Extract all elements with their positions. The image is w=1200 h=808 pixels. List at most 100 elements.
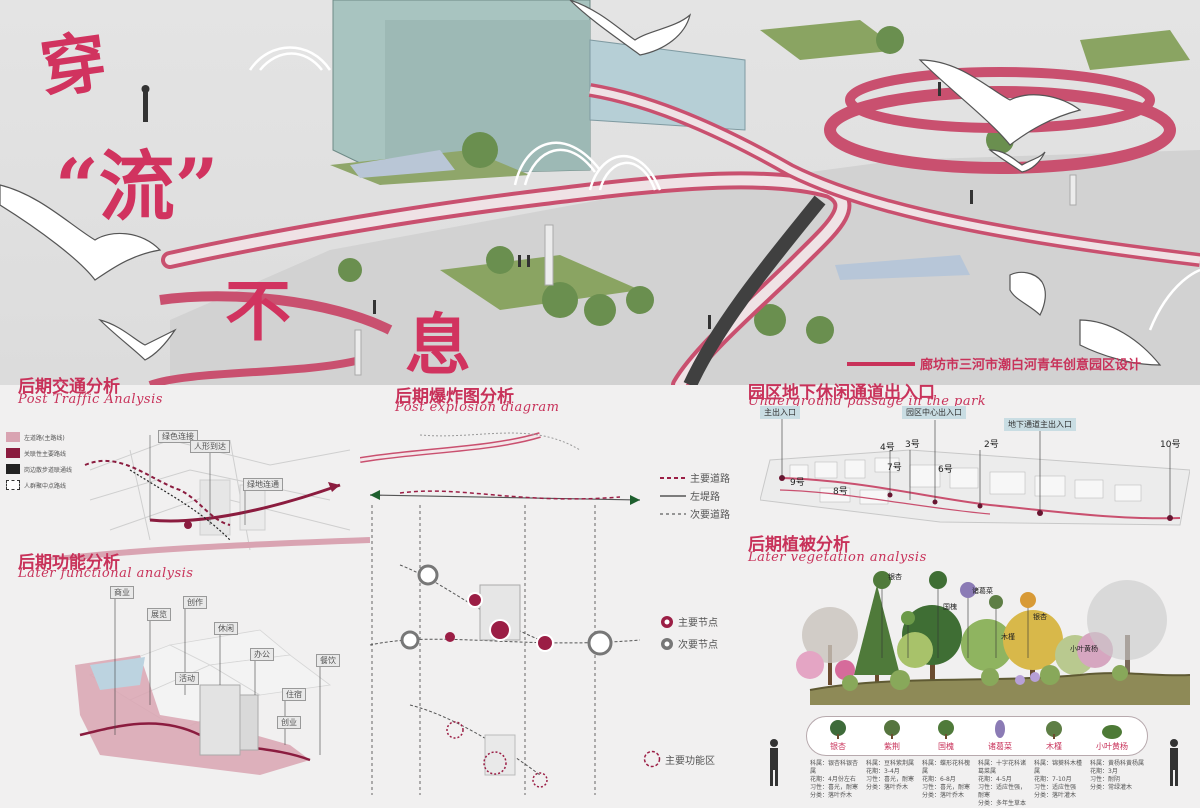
hero-rendering — [0, 0, 1200, 385]
func-tag-1: 商业 — [110, 586, 134, 599]
plant-name: 小叶黄杨 — [1096, 742, 1128, 751]
traffic-subtitle: Post Traffic Analysis — [18, 392, 163, 407]
road-legend-main: 主要道路 — [660, 470, 730, 485]
plant-desc-line: 习性：适应性强，耐寒 — [978, 784, 1027, 799]
passage-title: 园区地下休闲通道出入口 — [748, 383, 935, 403]
plant-desc-line: 科属：十字花科诸葛菜属 — [978, 760, 1027, 775]
legend-label: 次要道路 — [690, 510, 730, 521]
legend-node-main — [661, 615, 673, 628]
flower-icon — [995, 720, 1005, 738]
explosion-title: 后期爆炸图分析 — [395, 387, 514, 407]
area-legend: 主要功能区 — [643, 750, 715, 768]
legend-label: 左道路(主路线) — [24, 434, 65, 442]
shrub-icon — [1102, 725, 1122, 739]
passage-num-4: 4号 — [880, 443, 895, 453]
veg-callout-label-4: 木槿 — [1001, 633, 1015, 641]
func-tag-4: 休闲 — [214, 622, 238, 635]
veg-callout-label-5: 银杏 — [1033, 613, 1047, 621]
plant-desc-1: 科属：银杏科银杏属 花期：4月份左右 习性：喜光，耐寒 分类：落叶乔木 — [810, 760, 862, 800]
plant-card-2: 紫荆 — [866, 719, 918, 752]
func-tag-9: 创业 — [277, 716, 301, 729]
plant-desc-line: 分类：常绿灌木 — [1090, 784, 1133, 791]
legend-swatch — [6, 464, 20, 474]
func-tag-2: 展览 — [147, 608, 171, 621]
legend-label: 岗边散步道联通线 — [24, 466, 73, 474]
plant-name: 紫荆 — [884, 742, 900, 751]
plant-desc-line: 习性：适应性强 — [1034, 784, 1077, 791]
passage-num-8: 8号 — [833, 487, 848, 497]
plant-desc-line: 花期：3-4月 — [866, 768, 900, 775]
title-underline — [847, 362, 915, 366]
plant-desc-line: 花期：6-8月 — [922, 776, 956, 783]
explosion-subtitle: Post explosion diagram — [395, 400, 560, 415]
plant-card-3: 国槐 — [920, 719, 972, 752]
road-legend-secondary: 次要道路 — [660, 506, 730, 521]
passage-label-center-entrance: 园区中心出入口 — [902, 406, 966, 419]
legend-area-circle — [643, 750, 661, 768]
legend-label: 关联性主要路线 — [24, 450, 67, 458]
functional-subtitle: Later functional analysis — [18, 566, 194, 581]
plant-desc-line: 科属：黄杨科黄杨属 — [1090, 760, 1145, 767]
legend-label: 左堤路 — [690, 492, 720, 503]
vegetation-title: 后期植被分析 — [748, 535, 850, 555]
veg-callout-label-6: 小叶黄杨 — [1070, 645, 1098, 653]
explosion-diagram — [359, 415, 660, 795]
functional-title: 后期功能分析 — [18, 553, 120, 573]
legend-dash-red — [660, 476, 686, 479]
veg-callout-label-2: 国槐 — [943, 603, 957, 611]
traffic-legend-2: 关联性主要路线 — [6, 448, 66, 458]
plant-card-5: 木槿 — [1028, 719, 1080, 752]
plant-desc-line: 习性：喜光，耐寒 — [922, 784, 971, 791]
tree-icon — [884, 720, 900, 739]
passage-num-10: 10号 — [1160, 440, 1181, 450]
plant-desc-line: 科属：豆科紫荆属 — [866, 760, 915, 767]
project-title: 廊坊市三河市潮白河青年创意园区设计 — [920, 358, 1142, 373]
hero-char-4: 息 — [405, 306, 471, 384]
plant-card-4: 诸葛菜 — [974, 719, 1026, 752]
legend-solid-grey — [660, 494, 686, 497]
veg-callout-label-1: 银杏 — [888, 573, 902, 581]
plant-desc-line: 科属：银杏科银杏属 — [810, 760, 859, 775]
traffic-tag-1: 绿色连接 — [158, 430, 198, 443]
vegetation-illustration — [790, 565, 1191, 705]
legend-dash-grey — [660, 512, 686, 515]
plant-name: 木槿 — [1046, 742, 1062, 751]
plant-name: 银杏 — [830, 742, 846, 751]
legend-swatch — [6, 480, 20, 490]
legend-label: 主要道路 — [690, 474, 730, 485]
plant-desc-line: 分类：落叶乔木 — [922, 792, 965, 799]
legend-label: 主要节点 — [678, 618, 718, 629]
func-tag-3: 创作 — [183, 596, 207, 609]
plant-desc-line: 分类：落叶乔木 — [810, 792, 853, 799]
plant-desc-5: 科属：锦葵科木槿属 花期：7-10月 习性：适应性强 分类：落叶灌木 — [1034, 760, 1086, 800]
person-silhouette-right — [1165, 738, 1183, 792]
functional-diagram — [60, 585, 370, 785]
node-legend-main: 主要节点 — [660, 614, 718, 629]
legend-label: 主要功能区 — [665, 755, 715, 767]
passage-num-2: 2号 — [984, 440, 999, 450]
plant-desc-line: 习性：喜光，耐寒 — [866, 776, 915, 783]
traffic-legend-4: 人群聚中点路线 — [6, 480, 66, 490]
legend-label: 人群聚中点路线 — [24, 482, 67, 490]
tree-icon — [830, 720, 846, 739]
shrub-icon — [1046, 721, 1062, 739]
plant-desc-6: 科属：黄杨科黄杨属 花期：3月 习性：耐阴 分类：常绿灌木 — [1090, 760, 1146, 792]
traffic-diagram — [30, 410, 371, 563]
traffic-legend-1: 左道路(主路线) — [6, 432, 65, 442]
legend-swatch — [6, 432, 20, 442]
hero-char-1: 穿 — [35, 21, 112, 109]
plant-species-bar — [806, 716, 1148, 756]
func-tag-7: 餐饮 — [316, 654, 340, 667]
plant-desc-3: 科属：蝶形花科槐属 花期：6-8月 习性：喜光，耐寒 分类：落叶乔木 — [922, 760, 974, 800]
plant-name: 诸葛菜 — [988, 742, 1012, 751]
plant-desc-line: 花期：4-5月 — [978, 776, 1012, 783]
plant-desc-line: 习性：耐阴 — [1090, 776, 1121, 783]
road-legend-levee: 左堤路 — [660, 488, 720, 503]
traffic-legend-3: 岗边散步道联通线 — [6, 464, 72, 474]
tree-icon — [938, 720, 954, 739]
func-tag-5: 办公 — [250, 648, 274, 661]
passage-label-underground-entrance: 地下通道主出入口 — [1004, 418, 1076, 431]
plant-desc-2: 科属：豆科紫荆属 花期：3-4月 习性：喜光，耐寒 分类：落叶乔木 — [866, 760, 918, 792]
traffic-tag-2: 人形到达 — [190, 440, 230, 453]
vegetation-callouts — [870, 568, 1200, 658]
